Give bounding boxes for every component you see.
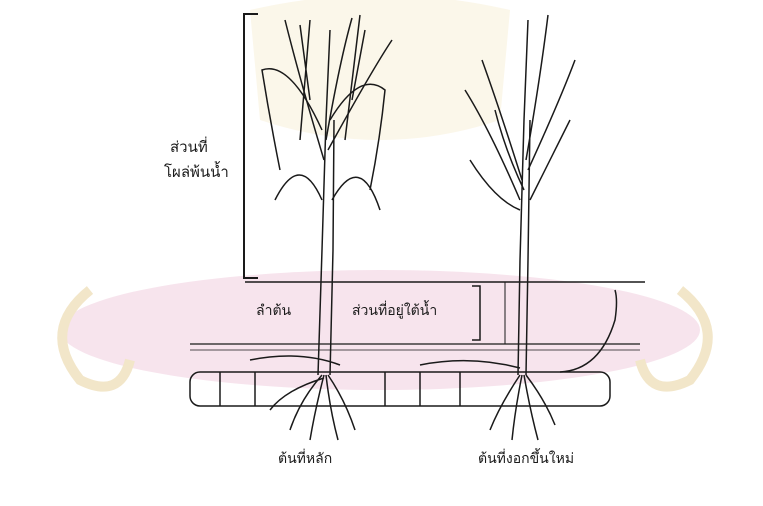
new-plant-label: ต้นที่งอกขึ้นใหม่ [478, 452, 574, 466]
above-water-label-line2: โผล่พ้นน้ำ [164, 165, 229, 180]
above-water-label-line1: ส่วนที่ [170, 140, 208, 155]
underwater-label: ส่วนที่อยู่ใต้น้ำ [352, 304, 437, 318]
main-plant-label: ต้นที่หลัก [278, 452, 332, 466]
stem-label: ลำต้น [256, 304, 291, 318]
